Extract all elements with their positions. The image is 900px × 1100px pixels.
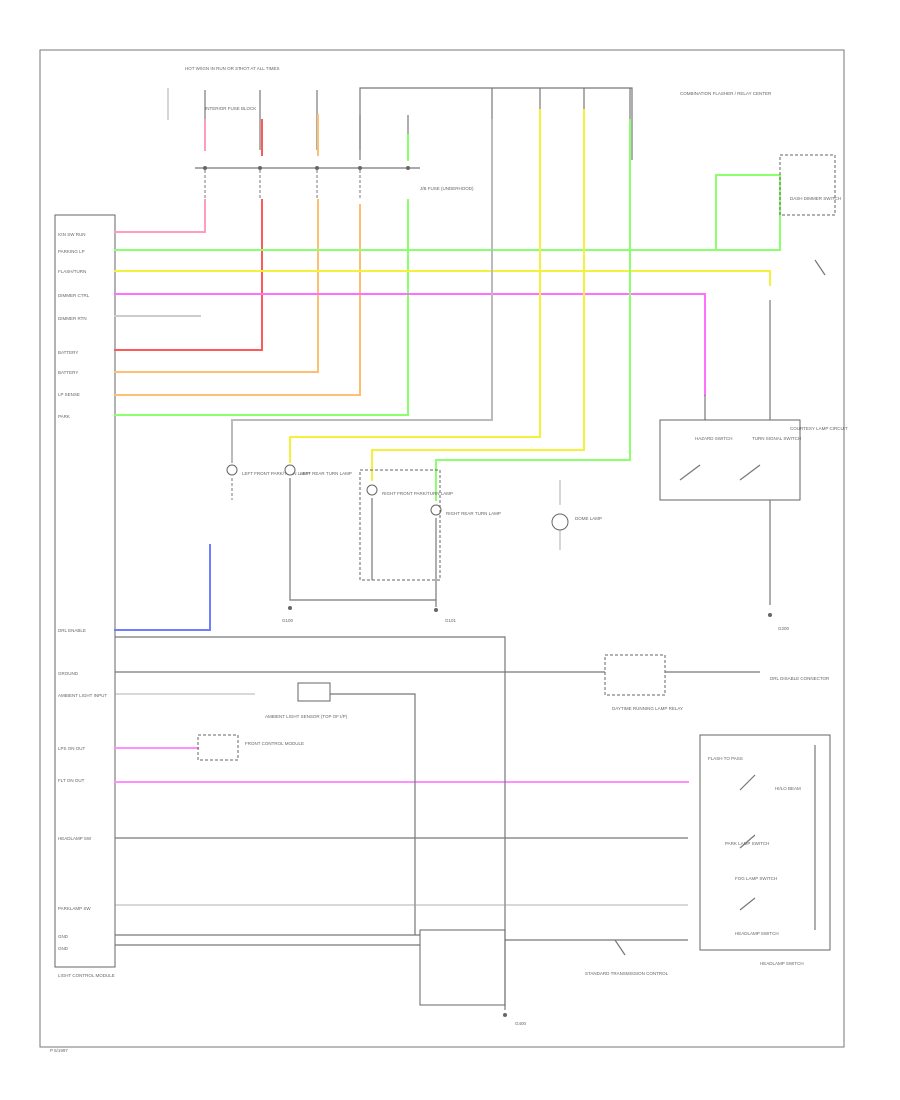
dash-dimmer-switch xyxy=(779,154,836,216)
front-control-module xyxy=(197,734,239,761)
wire-magenta xyxy=(114,293,706,396)
top-fuses xyxy=(204,88,631,150)
top-right-note: COMBINATION FLASHER / RELAY CENTER xyxy=(680,91,772,96)
right-rear-lamp: RIGHT REAR TURN LAMP xyxy=(430,504,501,600)
left-rear-lamp: LEFT REAR TURN LAMP xyxy=(284,464,352,595)
svg-text:HEADLAMP SW: HEADLAMP SW xyxy=(58,836,92,841)
top-fuse-label-b: HOT AT ALL TIMES xyxy=(240,66,280,71)
drl-disable-note: DRL DISABLE CONNECTOR xyxy=(770,676,830,681)
svg-text:DASH DIMMER SWITCH: DASH DIMMER SWITCH xyxy=(790,196,841,201)
module-label: LIGHT CONTROL MODULE xyxy=(58,973,115,978)
right-front-lamp: RIGHT FRONT PARK/TURN LAMP xyxy=(366,484,453,580)
svg-text:DAYTIME RUNNING LAMP RELAY: DAYTIME RUNNING LAMP RELAY xyxy=(612,706,683,711)
svg-text:AMBIENT LIGHT INPUT: AMBIENT LIGHT INPUT xyxy=(58,693,107,698)
svg-text:GND: GND xyxy=(58,934,69,939)
svg-text:LEFT FRONT PARK/TURN LAMP: LEFT FRONT PARK/TURN LAMP xyxy=(242,471,310,476)
svg-text:PARK: PARK xyxy=(58,414,70,419)
svg-text:PARK LAMP SWITCH: PARK LAMP SWITCH xyxy=(725,841,769,846)
svg-text:FLT ON OUT: FLT ON OUT xyxy=(58,778,85,783)
left-front-lamp: LEFT FRONT PARK/TURN LAMP xyxy=(226,464,310,500)
diagram-frame xyxy=(39,49,845,1048)
wire-light-green-c xyxy=(435,119,631,501)
top-fuse-label-a: HOT W/IGN IN RUN OR ST xyxy=(185,66,241,71)
parking-brake-switch xyxy=(419,929,506,1006)
svg-text:HAZARD SWITCH: HAZARD SWITCH xyxy=(695,436,733,441)
wire-yellow-c xyxy=(371,109,585,481)
wire-blue xyxy=(114,544,211,631)
junction-block-label: J/B FUSE (UNDERHOOD) xyxy=(420,186,474,191)
svg-text:LPS ON OUT: LPS ON OUT xyxy=(58,746,86,751)
svg-text:TURN SIGNAL SWITCH: TURN SIGNAL SWITCH xyxy=(752,436,801,441)
svg-text:STANDARD TRANSMISSION CONTROL: STANDARD TRANSMISSION CONTROL xyxy=(585,971,669,976)
wire-yellow-b xyxy=(289,109,541,463)
fuse-block-label: INTERIOR FUSE BLOCK xyxy=(205,106,256,111)
turn-hazard-switch xyxy=(659,419,801,501)
svg-text:FOG LAMP SWITCH: FOG LAMP SWITCH xyxy=(735,876,777,881)
light-control-module xyxy=(54,214,116,968)
svg-text:DIMMER RTN: DIMMER RTN xyxy=(58,316,87,321)
ground-g101: G101 xyxy=(434,608,457,623)
svg-text:GROUND: GROUND xyxy=(58,671,79,676)
wire-gray-long xyxy=(231,119,493,463)
svg-text:BATTERY: BATTERY xyxy=(58,370,78,375)
courtesy-note: COURTESY LAMP CIRCUIT xyxy=(790,426,848,431)
svg-text:IGN SW RUN: IGN SW RUN xyxy=(58,232,86,237)
svg-text:RIGHT REAR TURN LAMP: RIGHT REAR TURN LAMP xyxy=(446,511,501,516)
ground-g100: G100 xyxy=(282,606,294,623)
headlamp-switch xyxy=(699,734,831,951)
svg-text:GND: GND xyxy=(58,946,69,951)
drl-relay xyxy=(604,654,666,696)
svg-text:LEFT REAR TURN LAMP: LEFT REAR TURN LAMP xyxy=(300,471,352,476)
svg-text:FLASH/TURN: FLASH/TURN xyxy=(58,269,86,274)
svg-text:PARKLAMP SW: PARKLAMP SW xyxy=(58,906,91,911)
corner-note: P 5/1997 xyxy=(50,1048,68,1053)
svg-text:FLASH TO PASS: FLASH TO PASS xyxy=(708,756,743,761)
svg-text:G400: G400 xyxy=(515,1021,527,1026)
svg-text:DOME LAMP: DOME LAMP xyxy=(575,516,602,521)
wire-yellow-a xyxy=(114,270,771,286)
dome-lamp: DOME LAMP xyxy=(551,480,602,550)
svg-text:PARKING LP: PARKING LP xyxy=(58,249,85,254)
svg-text:BATTERY: BATTERY xyxy=(58,350,78,355)
svg-text:AMBIENT LIGHT SENSOR (TOP OF I: AMBIENT LIGHT SENSOR (TOP OF I/P) xyxy=(265,714,348,719)
svg-text:HEADLAMP SWITCH: HEADLAMP SWITCH xyxy=(760,961,804,966)
svg-text:RIGHT FRONT PARK/TURN LAMP: RIGHT FRONT PARK/TURN LAMP xyxy=(382,491,453,496)
svg-text:LP SENSE: LP SENSE xyxy=(58,392,80,397)
module-row-labels: IGN SW RUN PARKING LP FLASH/TURN DIMMER … xyxy=(58,232,107,951)
svg-text:HI/LO BEAM: HI/LO BEAM xyxy=(775,786,801,791)
svg-text:G101: G101 xyxy=(445,618,457,623)
svg-text:G100: G100 xyxy=(282,618,294,623)
svg-text:HEADLAMP SWITCH: HEADLAMP SWITCH xyxy=(735,931,779,936)
svg-text:FRONT CONTROL MODULE: FRONT CONTROL MODULE xyxy=(245,741,304,746)
ambient-light-sensor xyxy=(297,682,331,702)
svg-text:G200: G200 xyxy=(778,626,790,631)
svg-text:DRL ENABLE: DRL ENABLE xyxy=(58,628,86,633)
svg-text:DIMMER CTRL: DIMMER CTRL xyxy=(58,293,90,298)
